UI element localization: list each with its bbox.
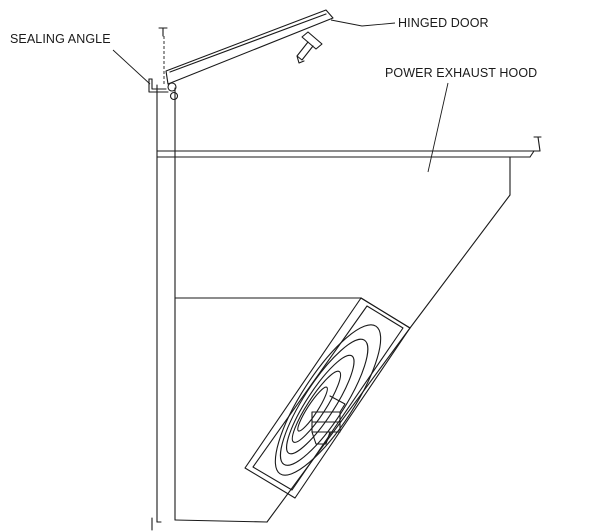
- fan-motor: [311, 395, 346, 445]
- vertical-wall: [151, 84, 176, 531]
- label-hinged-door: HINGED DOOR: [398, 16, 489, 30]
- hinge: [167, 82, 179, 101]
- leader-hinged-door: [330, 19, 396, 27]
- sealing-screw: [158, 27, 168, 84]
- hood-body: [174, 156, 511, 523]
- label-sealing-angle: SEALING ANGLE: [10, 32, 111, 46]
- leader-power-exhaust-hood: [427, 82, 449, 173]
- fan-housing: [244, 297, 411, 499]
- sealing-angle-bracket: [148, 78, 169, 93]
- hinged-door: [165, 9, 334, 85]
- hood-roof: [156, 136, 542, 158]
- leader-sealing-angle: [112, 49, 151, 85]
- door-stay: [296, 31, 323, 64]
- fan-rings: [274, 324, 382, 476]
- label-power-exhaust-hood: POWER EXHAUST HOOD: [385, 66, 537, 80]
